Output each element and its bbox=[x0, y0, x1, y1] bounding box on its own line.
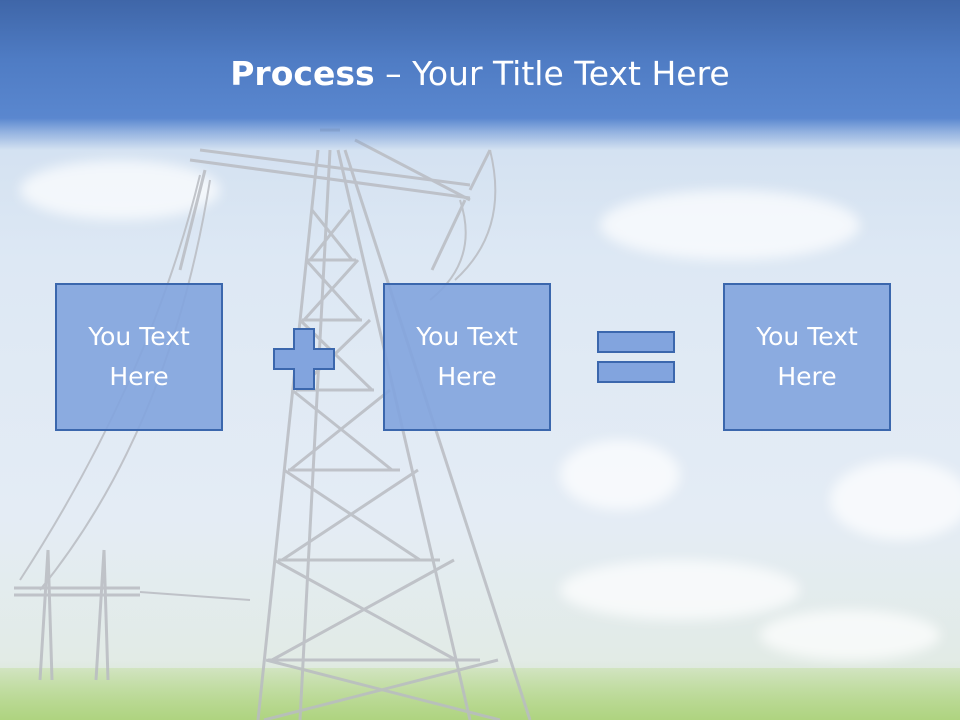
title-rest: – Your Title Text Here bbox=[374, 54, 730, 93]
equals-icon bbox=[597, 331, 675, 383]
cloud bbox=[20, 160, 220, 220]
cloud bbox=[560, 560, 800, 620]
process-box-label: You Text Here bbox=[756, 322, 858, 391]
plus-icon bbox=[273, 328, 335, 390]
process-box-3[interactable]: You Text Here bbox=[723, 283, 891, 431]
cloud bbox=[600, 190, 860, 260]
title-bold: Process bbox=[230, 54, 375, 93]
process-box-label: You Text Here bbox=[88, 322, 190, 391]
process-box-label: You Text Here bbox=[416, 322, 518, 391]
title-bar bbox=[0, 0, 960, 150]
process-box-1[interactable]: You Text Here bbox=[55, 283, 223, 431]
process-box-2[interactable]: You Text Here bbox=[383, 283, 551, 431]
slide-title: Process – Your Title Text Here bbox=[0, 52, 960, 96]
grass-ground bbox=[0, 668, 960, 720]
cloud bbox=[830, 460, 960, 540]
cloud bbox=[760, 610, 940, 660]
cloud bbox=[560, 440, 680, 510]
